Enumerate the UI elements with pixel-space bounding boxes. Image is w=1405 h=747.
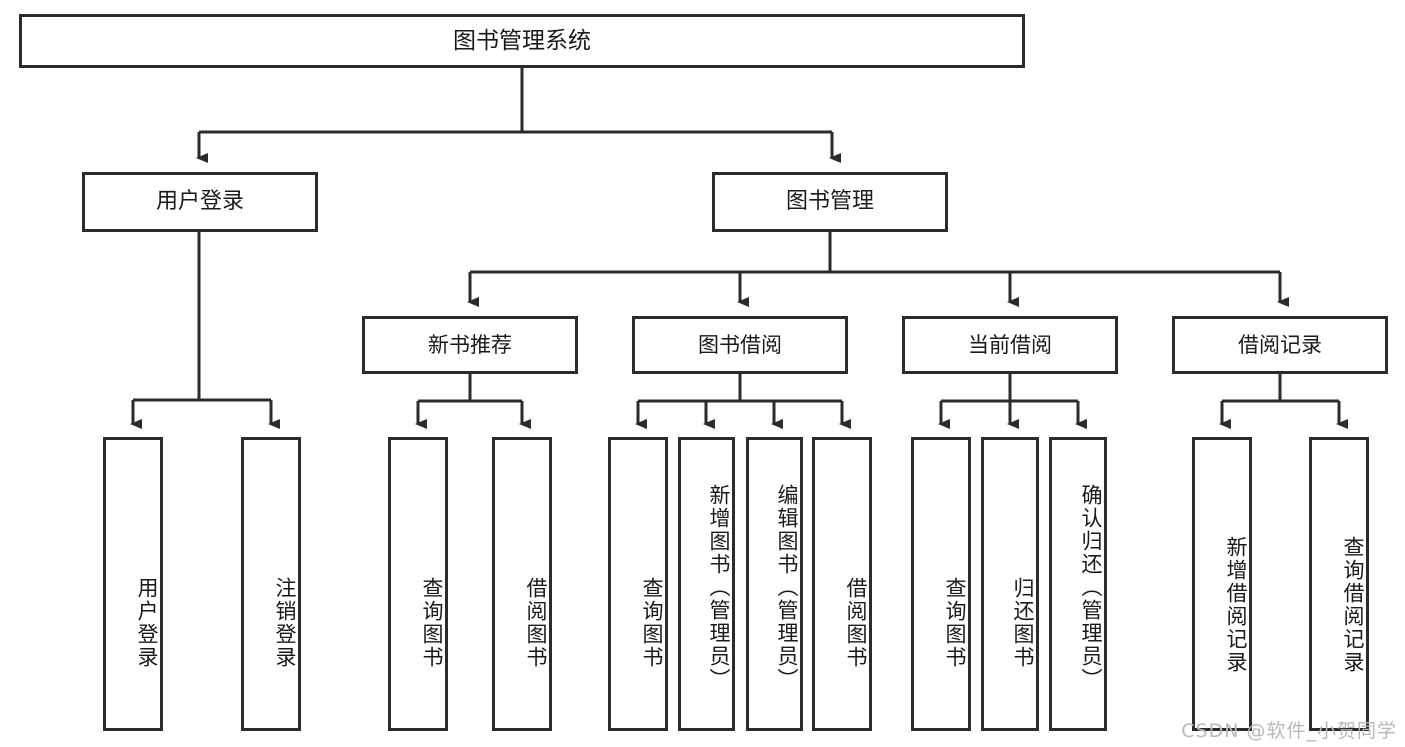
node-label: 新增图书（管理员） (707, 483, 731, 691)
node-label: 查询图书 (943, 577, 967, 669)
node-user-login[interactable]: 用户登录 (82, 172, 318, 232)
node-root-book-management-system[interactable]: 图书管理系统 (19, 14, 1025, 68)
node-label: 用户登录 (135, 577, 159, 669)
leaf-user-login-login[interactable]: 用户登录 (103, 437, 163, 731)
leaf-recommend-query-book[interactable]: 查询图书 (388, 437, 448, 731)
leaf-current-confirm-return-admin[interactable]: 确认归还（管理员） (1049, 437, 1107, 731)
node-label: 查询图书 (420, 577, 444, 669)
leaf-record-add-record[interactable]: 新增借阅记录 (1192, 437, 1252, 731)
node-current-borrow[interactable]: 当前借阅 (902, 316, 1118, 374)
node-book-borrow[interactable]: 图书借阅 (632, 316, 848, 374)
node-label: 借阅图书 (844, 577, 868, 669)
leaf-recommend-borrow-book[interactable]: 借阅图书 (492, 437, 552, 731)
leaf-current-return-book[interactable]: 归还图书 (981, 437, 1039, 731)
leaf-borrow-query-book[interactable]: 查询图书 (608, 437, 668, 731)
node-label: 确认归还（管理员） (1079, 483, 1103, 691)
node-label: 注销登录 (273, 577, 297, 669)
node-new-book-recommend[interactable]: 新书推荐 (362, 316, 578, 374)
leaf-borrow-edit-book-admin[interactable]: 编辑图书（管理员） (746, 437, 803, 731)
node-label: 用户登录 (155, 189, 244, 215)
leaf-user-login-logout[interactable]: 注销登录 (241, 437, 301, 731)
node-label: 查询图书 (640, 577, 664, 669)
node-label: 图书管理 (785, 189, 874, 215)
node-label: 新增借阅记录 (1224, 536, 1248, 674)
node-borrow-record[interactable]: 借阅记录 (1172, 316, 1388, 374)
leaf-current-query-book[interactable]: 查询图书 (911, 437, 971, 731)
node-label: 编辑图书（管理员） (775, 483, 799, 691)
node-label: 归还图书 (1011, 577, 1035, 669)
node-label: 借阅记录 (1238, 332, 1322, 357)
leaf-borrow-borrow-book[interactable]: 借阅图书 (812, 437, 872, 731)
node-book-management[interactable]: 图书管理 (712, 172, 948, 232)
node-label: 图书管理系统 (453, 27, 591, 54)
node-label: 图书借阅 (698, 332, 782, 357)
csdn-watermark: CSDN @软件_小贺同学 (1181, 720, 1397, 742)
node-label: 当前借阅 (968, 332, 1052, 357)
node-label: 查询借阅记录 (1341, 536, 1365, 674)
node-label: 借阅图书 (524, 577, 548, 669)
leaf-record-query-record[interactable]: 查询借阅记录 (1309, 437, 1369, 731)
leaf-borrow-add-book-admin[interactable]: 新增图书（管理员） (678, 437, 735, 731)
node-label: 新书推荐 (428, 332, 512, 357)
